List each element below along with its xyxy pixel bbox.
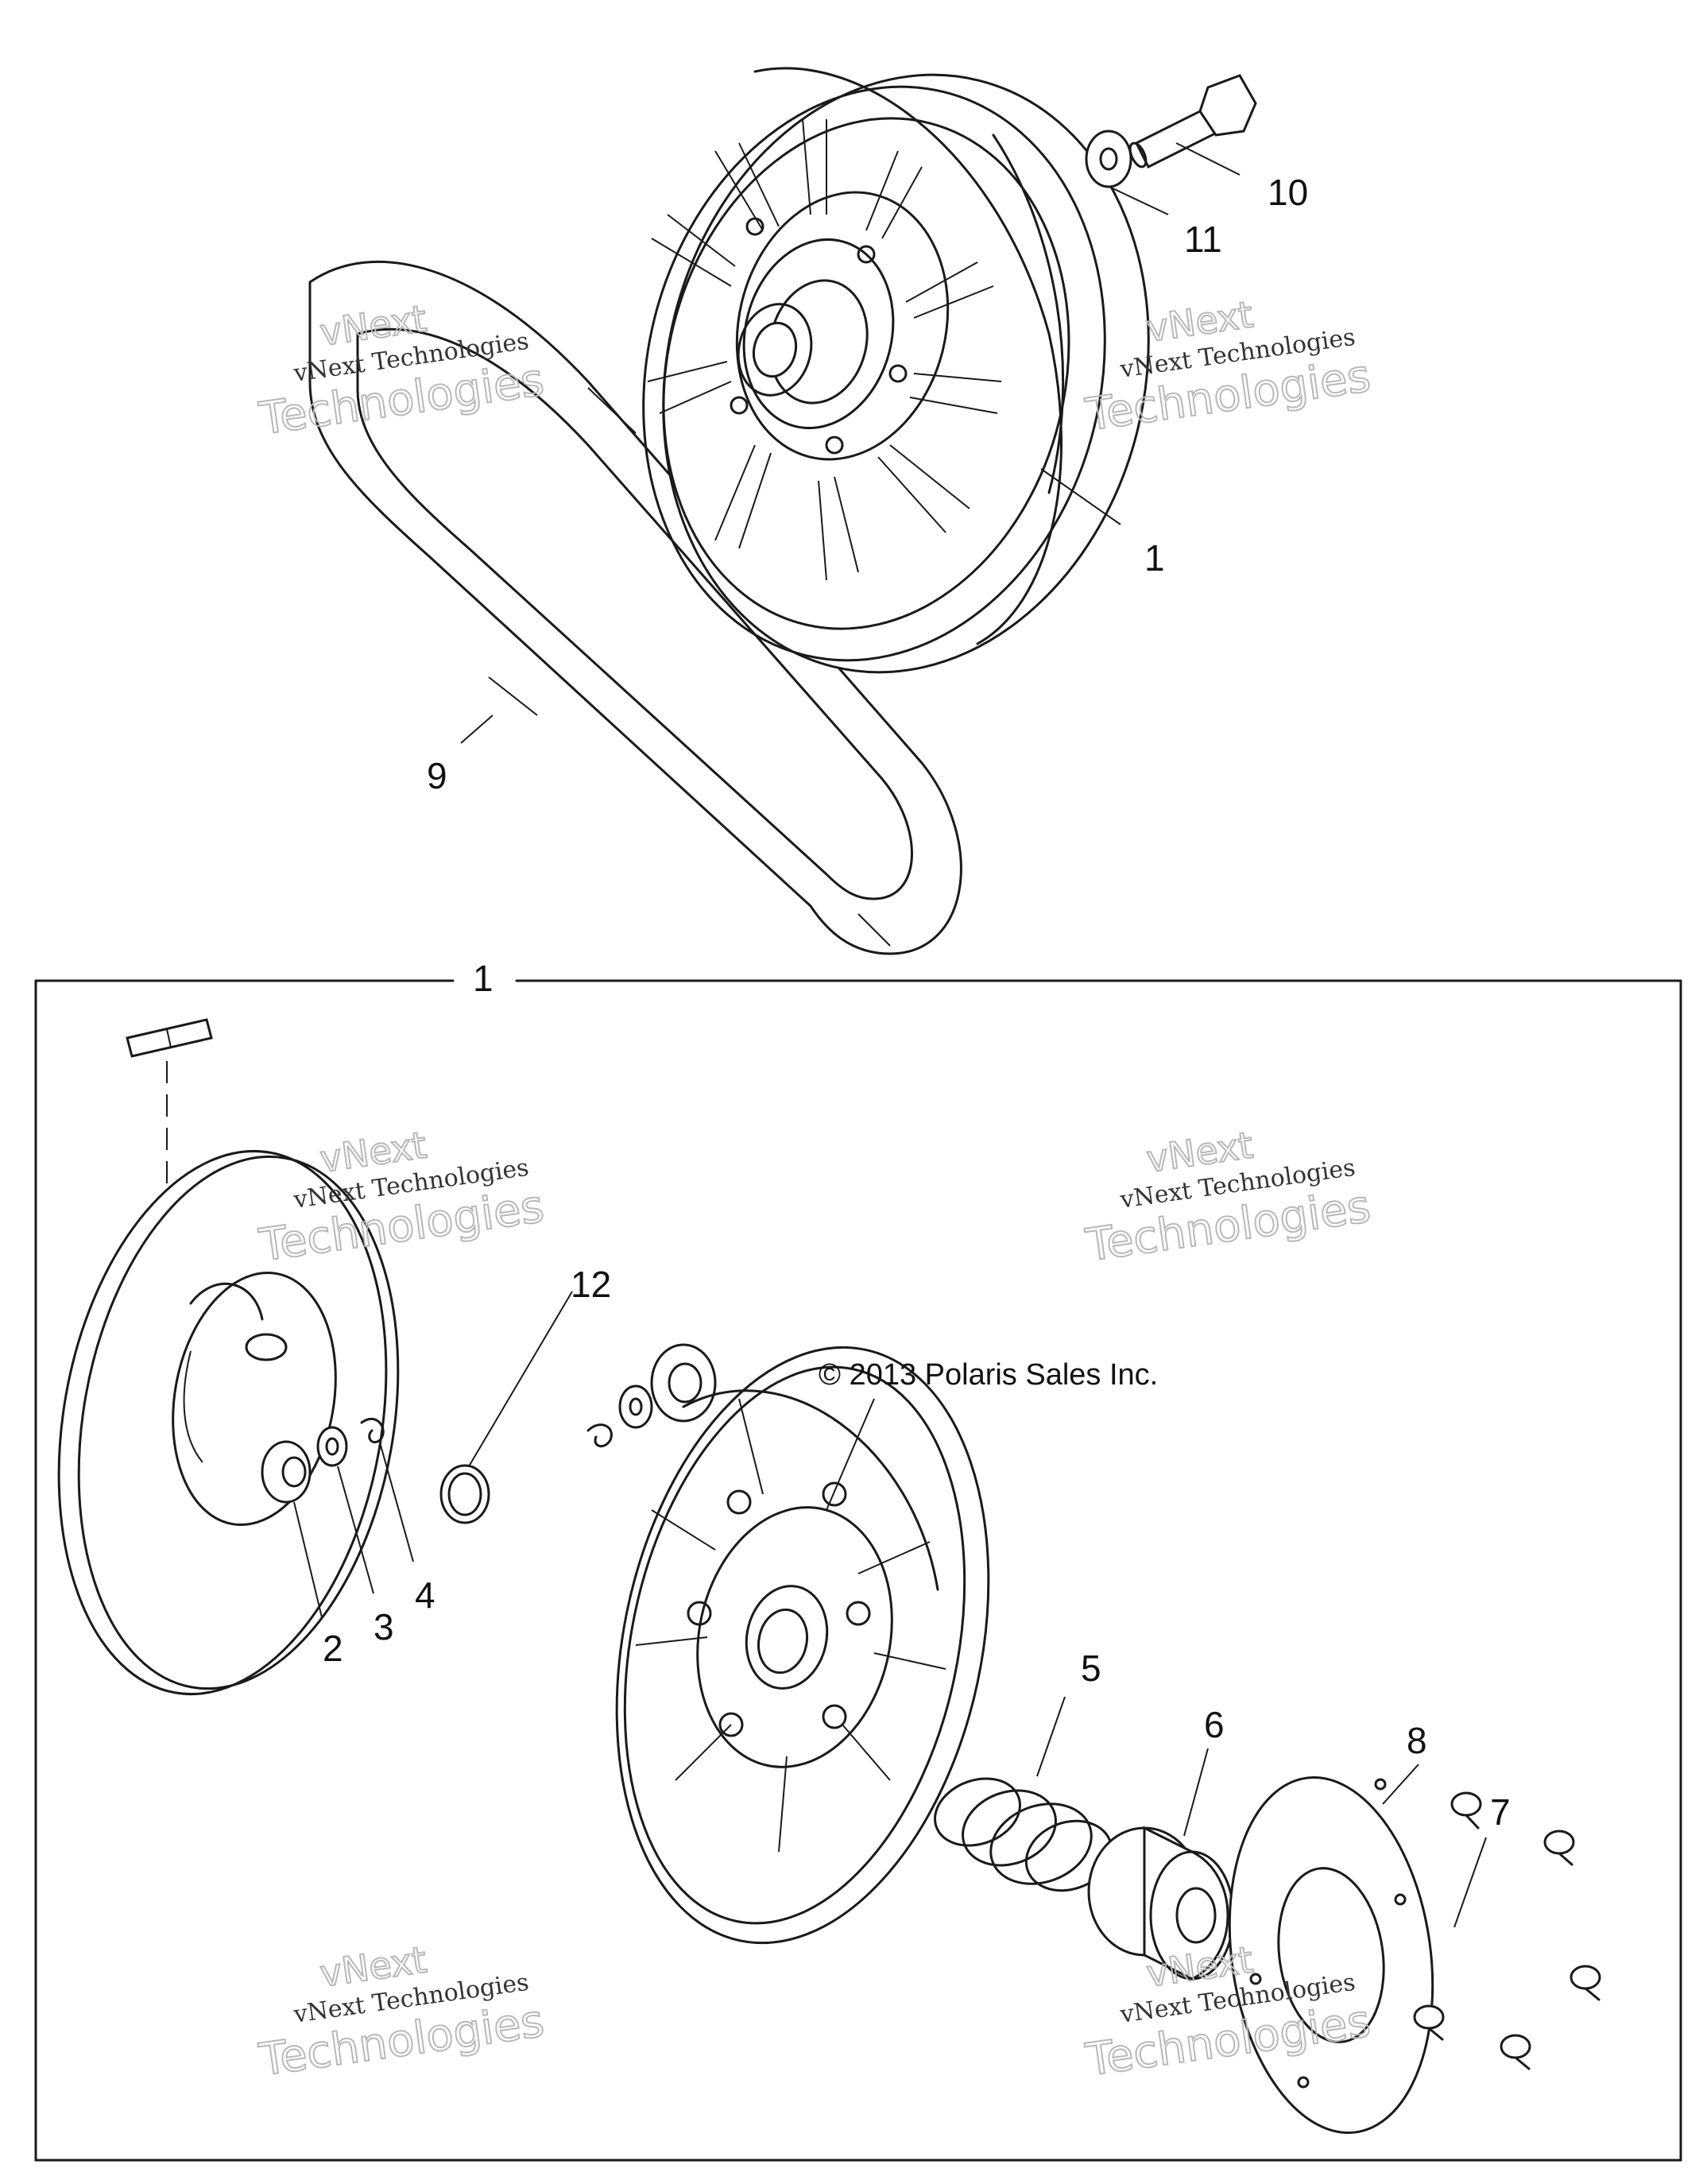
screw-7b [1543, 1830, 1575, 1866]
roller-2 [261, 1440, 312, 1504]
callout-8: 8 [1407, 1720, 1427, 1761]
clip-upper [586, 1423, 613, 1448]
roller-upper [650, 1343, 717, 1423]
screw-7d [1413, 2004, 1445, 2041]
callout-2: 2 [323, 1628, 343, 1669]
exploded-view-frame [34, 979, 1682, 2162]
drive-belt [308, 260, 962, 955]
callout-1-box: 1 [473, 958, 494, 999]
callout-12: 12 [571, 1264, 611, 1305]
callout-4: 4 [415, 1574, 435, 1616]
clip-4 [360, 1417, 385, 1444]
watermark-1: vNext vNext Technologies Technologies [255, 296, 548, 446]
leader-10 [1175, 142, 1241, 176]
callout-5: 5 [1081, 1648, 1101, 1689]
washer [1085, 130, 1132, 188]
callout-1-top: 1 [1144, 537, 1165, 579]
washer-3 [316, 1426, 348, 1467]
leader-11 [1110, 187, 1169, 215]
screw-7a [1450, 1791, 1482, 1830]
shim-washer-12 [439, 1464, 490, 1524]
leader-9 [460, 714, 494, 744]
leader-3 [337, 1466, 374, 1594]
screw-7c [1570, 1965, 1601, 2001]
leader-7 [1453, 1837, 1487, 1928]
movable-sheave [615, 1346, 990, 1945]
leader-8 [1382, 1764, 1419, 1805]
callout-3: 3 [374, 1606, 394, 1648]
leader-1-top [1040, 468, 1121, 525]
label-tag [126, 1018, 213, 1200]
leader-4 [379, 1442, 414, 1562]
spring-seat-6 [1087, 1826, 1235, 1981]
callout-7: 7 [1490, 1791, 1511, 1833]
callout-6: 6 [1204, 1704, 1225, 1745]
leader-5 [1036, 1696, 1066, 1777]
leader-12 [468, 1291, 573, 1467]
plate-8 [1228, 1776, 1434, 2134]
leader-2 [293, 1501, 323, 1618]
watermark-5: vNext vNext Technologies Technologies [255, 1937, 548, 2087]
screw-7e [1500, 2034, 1531, 2070]
callout-9: 9 [427, 755, 447, 796]
spring-5 [934, 1777, 1113, 1892]
callout-11: 11 [1184, 219, 1222, 260]
bolt [1128, 74, 1257, 169]
fixed-sheave [57, 1149, 400, 1696]
washer-upper [618, 1384, 653, 1429]
callout-10: 10 [1268, 172, 1308, 213]
watermark-4: vNext vNext Technologies Technologies [1082, 1122, 1374, 1272]
leader-6 [1183, 1748, 1209, 1837]
driven-clutch-assembly [642, 67, 1150, 674]
copyright-notice: © 2013 Polaris Sales Inc. [819, 1358, 1158, 1392]
